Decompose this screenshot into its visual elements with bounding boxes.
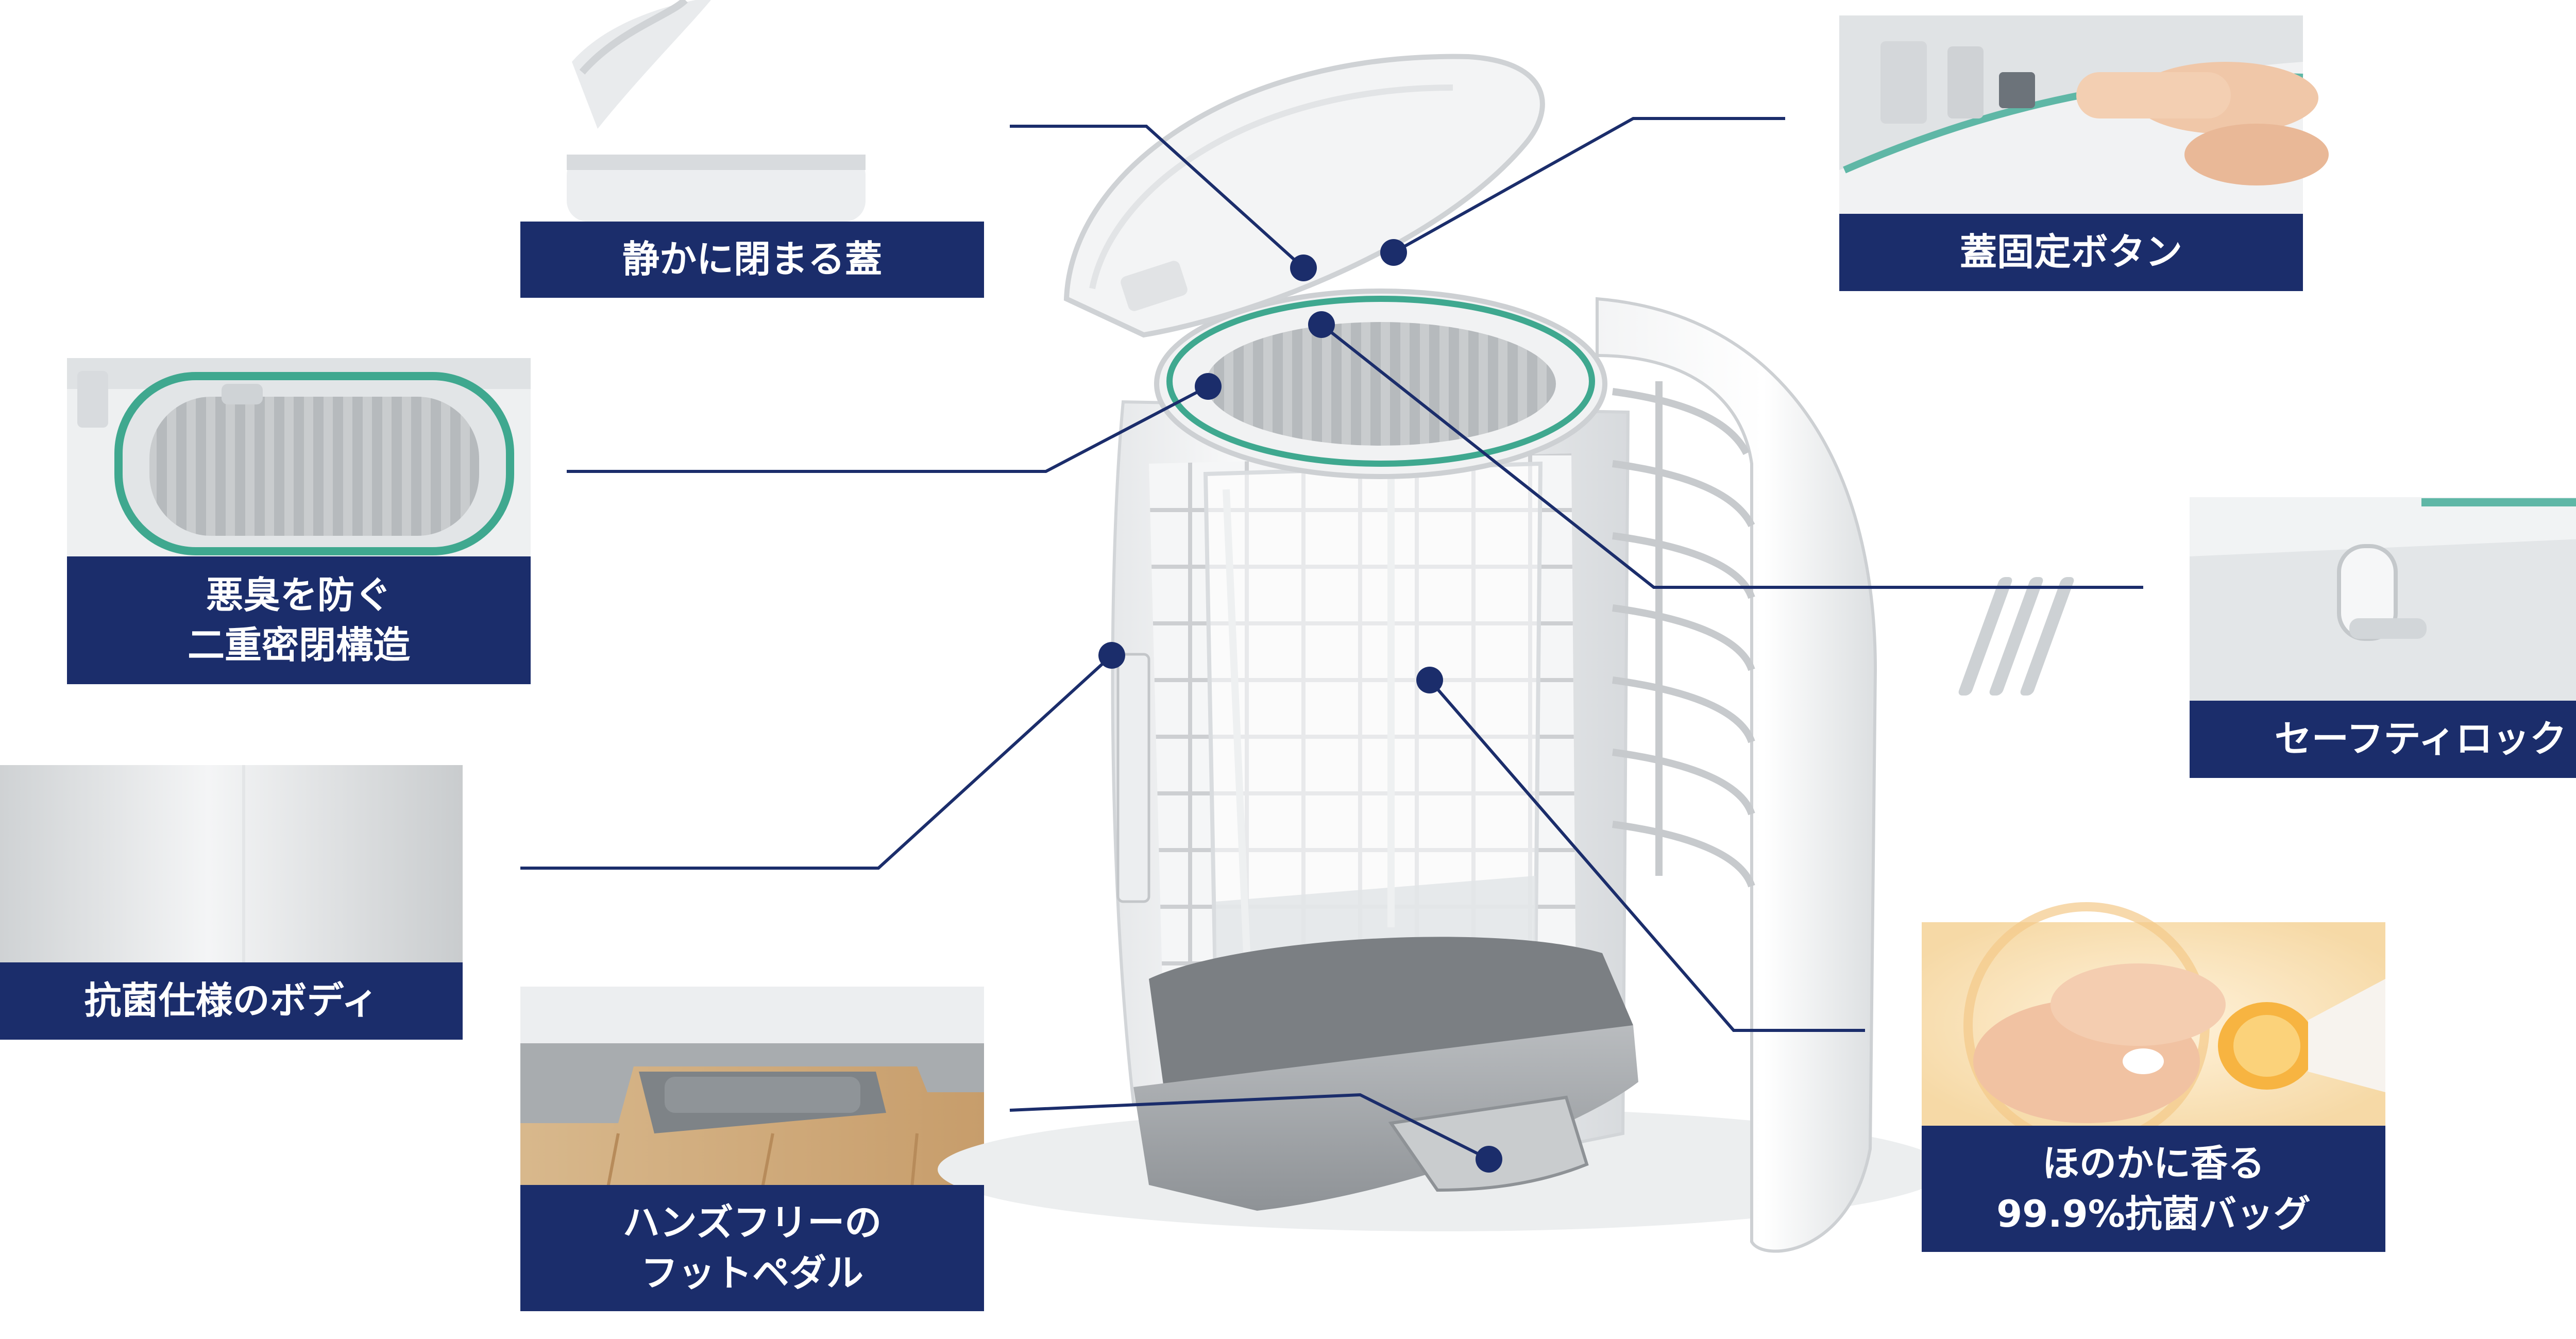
leader-scented-bag: [1428, 679, 1865, 1032]
dot-hands-free-pedal: [1476, 1146, 1502, 1173]
thumb-safety-lock: [1958, 497, 2576, 703]
label-hands-free-pedal: ハンズフリーの フットペダル: [520, 1185, 984, 1311]
label-safety-lock: セーフティロック: [2190, 701, 2576, 778]
leader-safety-lock: [1320, 323, 2143, 589]
dot-double-seal: [1195, 373, 1222, 400]
dot-safety-lock: [1308, 311, 1335, 338]
dot-soft-close-lid: [1290, 255, 1317, 281]
label-double-seal: 悪臭を防ぐ 二重密閉構造: [67, 556, 531, 684]
label-antibacterial-body: 抗菌仕様のボディ: [0, 962, 463, 1040]
leader-lines: [520, 117, 2143, 1161]
leader-double-seal: [567, 385, 1209, 473]
thumb-double-seal: [67, 358, 531, 564]
thumb-lid-lock-button: [1839, 15, 2329, 222]
thumb-scented-bag: [1922, 902, 2385, 1148]
label-soft-close-lid: 静かに閉まる蓋: [520, 222, 984, 298]
label-scented-bag: ほのかに香る 99.9%抗菌バッグ: [1922, 1126, 2385, 1252]
leader-hands-free-pedal: [1009, 1093, 1490, 1161]
callout-dots: [1098, 239, 1502, 1173]
thumb-antibacterial-body: [0, 765, 463, 966]
label-lid-lock-button: 蓋固定ボタン: [1839, 214, 2303, 291]
leader-antibacterial-body: [520, 654, 1113, 870]
leader-soft-close-lid: [1010, 125, 1305, 269]
dot-lid-lock-button: [1380, 239, 1407, 266]
product-illustration: [938, 54, 1947, 1253]
dot-scented-bag: [1416, 667, 1443, 693]
thumb-foot-pedal: [520, 987, 984, 1188]
dot-antibacterial-body: [1098, 642, 1125, 669]
thumb-soft-close-lid: [520, 0, 984, 222]
leader-lid-lock-button: [1393, 117, 1785, 254]
